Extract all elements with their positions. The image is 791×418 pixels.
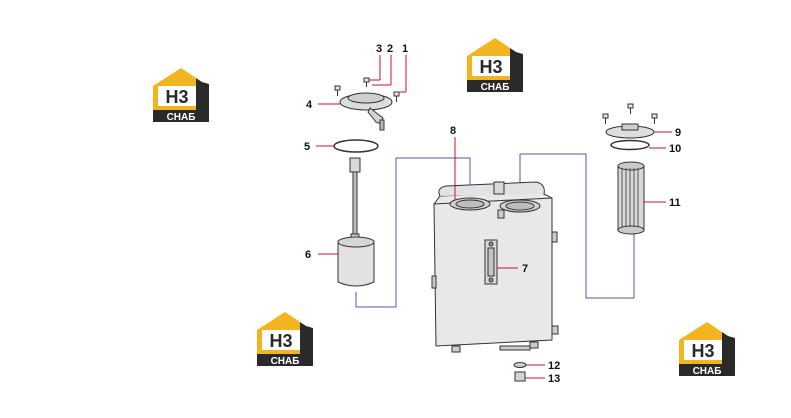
o-ring-5 [333,139,379,153]
connector-line-right [519,153,635,299]
bolt-icon [363,77,370,87]
callout-12: 12 [548,360,561,372]
filter-element [617,161,645,235]
brand-logo: H3 СНАБ [676,318,738,380]
connector-line-left [355,157,471,308]
level-gauge [484,239,498,285]
callout-7: 7 [522,263,529,275]
connector-lines [355,153,635,308]
bolt-icon [334,85,341,96]
svg-text:H3: H3 [479,57,502,77]
cap-screw [379,119,385,131]
brand-logo: H3 СНАБ [150,64,212,126]
svg-text:СНАБ: СНАБ [271,356,300,367]
callout-5: 5 [304,141,311,153]
callout-8: 8 [450,125,457,137]
bolt-icon [651,113,658,124]
cap-bracket [367,107,384,125]
brand-logo-icon: H3 СНАБ [467,38,523,93]
callout-6: 6 [305,249,312,261]
callout-2: 2 [387,43,394,55]
drain-plug [513,362,527,382]
filter-gasket [610,139,650,151]
brand-logo: H3 СНАБ [254,308,316,370]
svg-text:СНАБ: СНАБ [481,82,510,93]
svg-text:H3: H3 [269,331,292,351]
callout-13: 13 [548,373,561,385]
brand-logo-icon: H3 СНАБ [679,322,735,377]
svg-text:H3: H3 [165,87,188,107]
callout-1: 1 [402,43,409,55]
return-filter-assembly [602,103,658,235]
suction-strainer [337,157,375,287]
filler-cap-assembly [334,77,400,131]
svg-text:СНАБ: СНАБ [167,112,196,123]
bolt-icon [627,103,634,114]
callout-9: 9 [675,127,682,139]
bolt-icon [602,113,609,124]
bolt-icon [393,91,400,102]
svg-text:СНАБ: СНАБ [693,366,722,377]
callout-11: 11 [669,197,681,209]
callout-10: 10 [669,143,682,155]
brand-logo-icon: H3 СНАБ [153,68,209,123]
leader-lines [316,55,672,379]
svg-text:H3: H3 [691,341,714,361]
hydraulic-tank [431,181,559,382]
brand-logo: H3 СНАБ [464,34,526,96]
callout-4: 4 [306,99,313,111]
brand-logo-icon: H3 СНАБ [257,312,313,367]
callout-3: 3 [376,43,383,55]
